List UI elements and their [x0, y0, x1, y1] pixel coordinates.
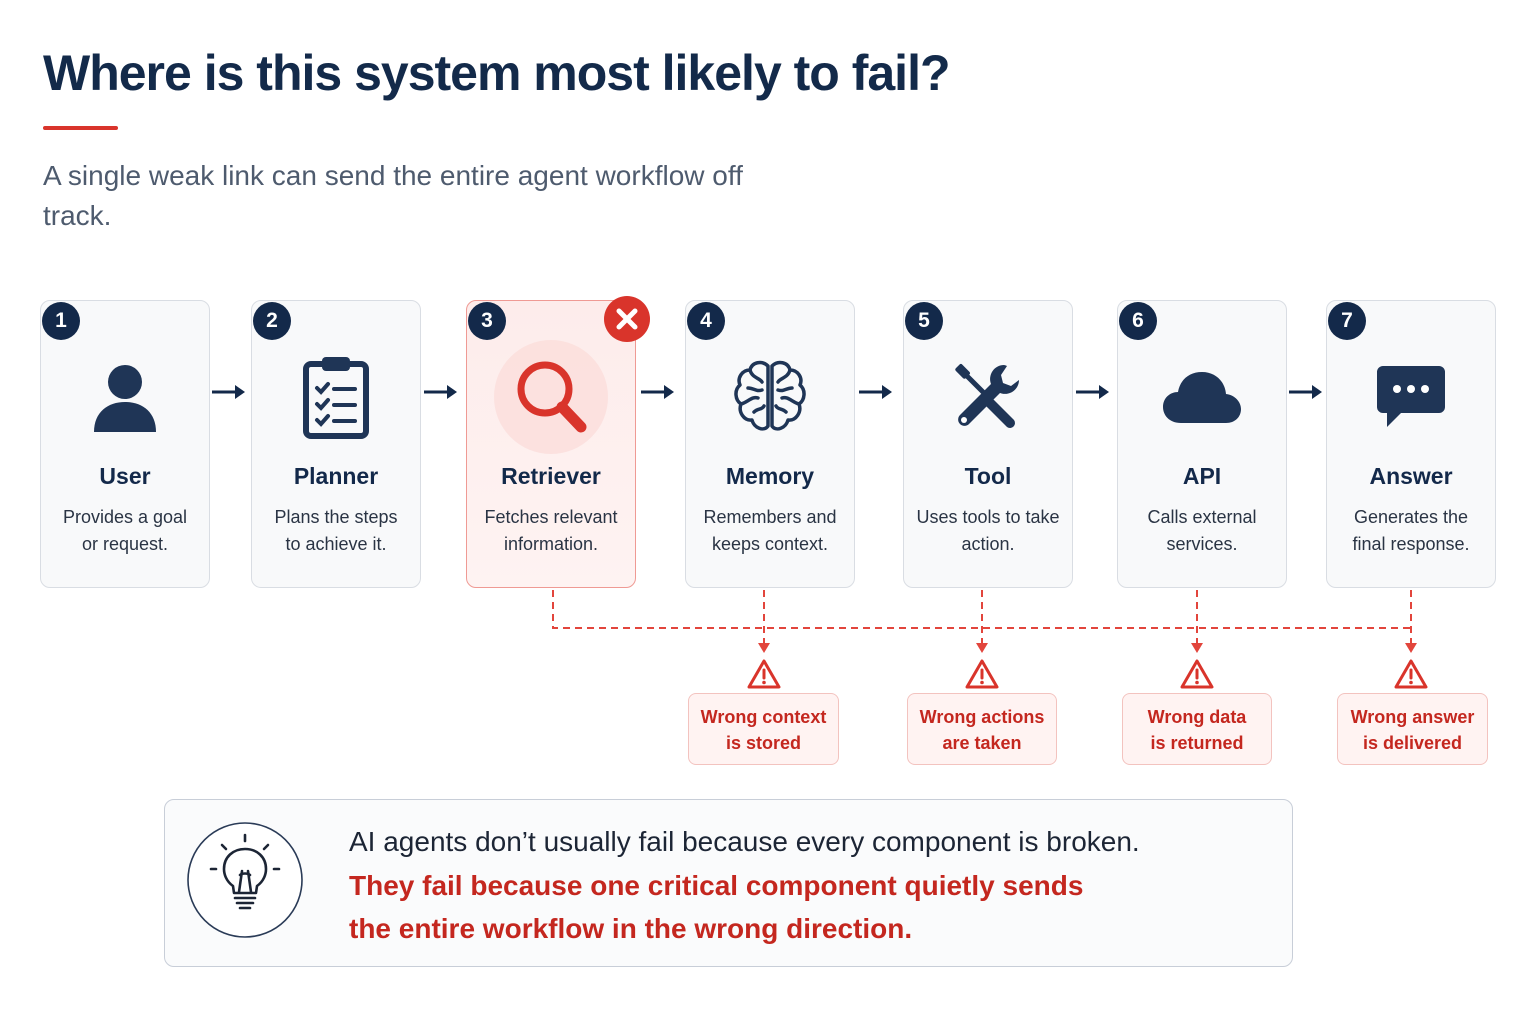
- cloud-icon: [1118, 349, 1286, 445]
- callout-emphasis: the entire workflow in the wrong directi…: [349, 913, 913, 944]
- magnifier-icon: [467, 340, 635, 454]
- step-number-badge: 5: [905, 302, 943, 340]
- warning-triangle-icon: [965, 659, 999, 689]
- step-title: Planner: [293, 463, 379, 489]
- title-underline: [43, 126, 118, 130]
- step-number-badge: 2: [253, 302, 291, 340]
- step-number-badge: 1: [42, 302, 80, 340]
- brain-icon: [686, 349, 854, 445]
- flow-arrow-icon: [424, 385, 457, 399]
- flow-arrow-icon: [1289, 385, 1322, 399]
- step-number-badge: 4: [687, 302, 725, 340]
- step-title: API: [1182, 463, 1222, 489]
- step-title: Memory: [725, 463, 815, 489]
- step-title: Answer: [1369, 463, 1453, 489]
- page-title: Where is this system most likely to fail…: [43, 45, 951, 101]
- callout-statement: AI agents don’t usually fail because eve…: [349, 826, 1140, 857]
- chat-bubble-icon: [1327, 349, 1495, 445]
- warning-triangle-icon: [1394, 659, 1428, 689]
- step-number-badge: 6: [1119, 302, 1157, 340]
- flow-arrow-icon: [212, 385, 245, 399]
- page-subtitle: A single weak link can send the entire a…: [43, 160, 743, 231]
- warning-triangle-icon: [747, 659, 781, 689]
- warning-triangle-icon: [1180, 659, 1214, 689]
- step-number-badge: 7: [1328, 302, 1366, 340]
- clipboard-checklist-icon: [252, 349, 420, 445]
- failure-x-icon: [604, 296, 650, 342]
- step-title: Tool: [964, 463, 1012, 489]
- lightbulb-icon: [187, 822, 303, 938]
- step-title: Retriever: [501, 463, 601, 489]
- step-number-badge: 3: [468, 302, 506, 340]
- insight-callout: [164, 799, 1293, 967]
- flow-arrow-icon: [859, 385, 892, 399]
- flow-arrow-icon: [641, 385, 674, 399]
- wrench-screwdriver-icon: [904, 349, 1072, 445]
- step-title: User: [99, 463, 151, 489]
- user-icon: [41, 349, 209, 445]
- callout-emphasis: They fail because one critical component…: [349, 870, 1084, 901]
- flow-arrow-icon: [1076, 385, 1109, 399]
